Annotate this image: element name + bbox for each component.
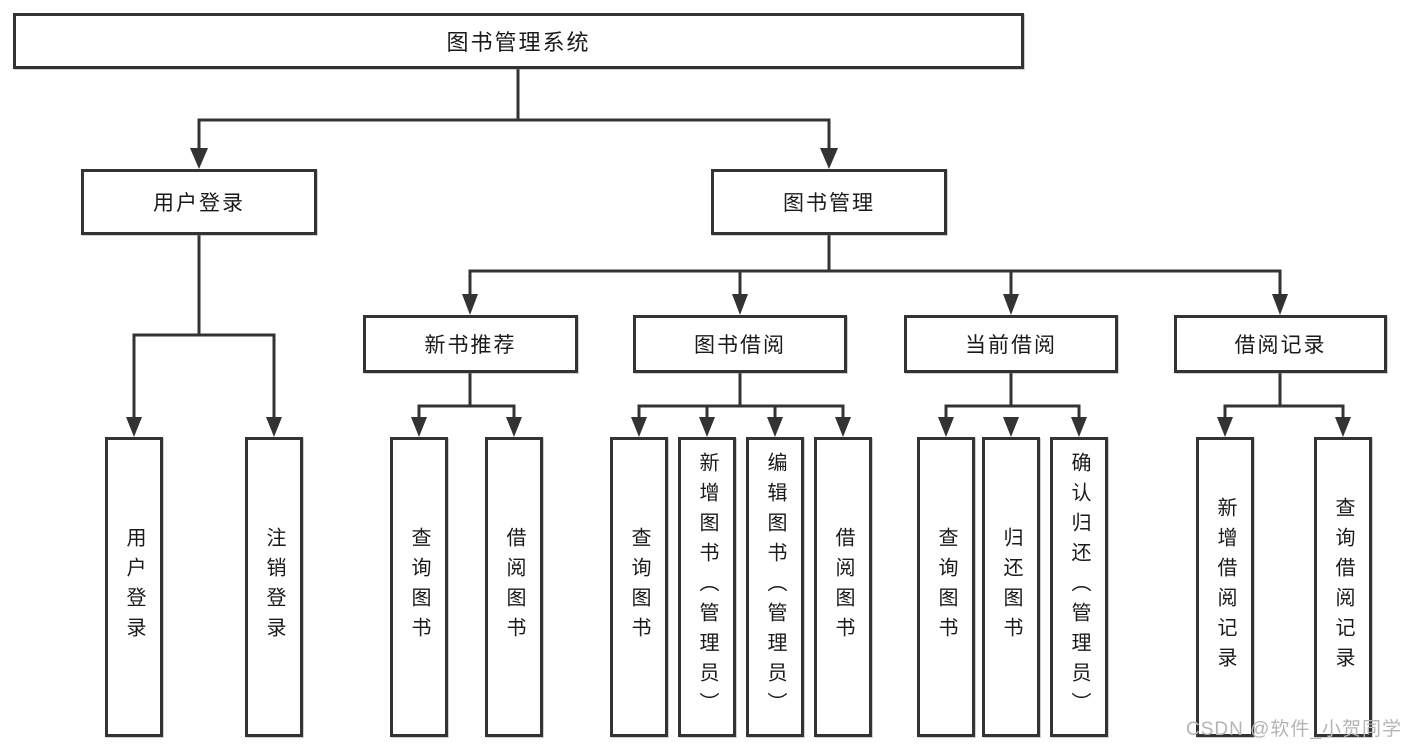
- leaf-query-book-recommend: 查询图书: [390, 437, 448, 737]
- leaf-logout: 注销登录: [245, 437, 303, 737]
- leaf-confirm-return-admin-label: 确认归还（管理员）: [1068, 452, 1090, 722]
- leaf-borrow-book-label: 借阅图书: [832, 527, 854, 647]
- leaf-edit-book-admin: 编辑图书（管理员）: [746, 437, 804, 737]
- leaf-return-book: 归还图书: [982, 437, 1040, 737]
- leaf-add-borrow-record: 新增借阅记录: [1196, 437, 1254, 737]
- leaf-query-book-borrow-label: 查询图书: [628, 527, 650, 647]
- node-book-management-label: 图书管理: [783, 192, 875, 215]
- leaf-query-book-current-label: 查询图书: [935, 527, 957, 647]
- leaf-return-book-label: 归还图书: [1000, 527, 1022, 647]
- leaf-logout-label: 注销登录: [263, 527, 285, 647]
- leaf-borrow-book-recommend-label: 借阅图书: [503, 527, 525, 647]
- leaf-user-login: 用户登录: [105, 437, 163, 737]
- leaf-query-book-current: 查询图书: [917, 437, 975, 737]
- leaf-add-borrow-record-label: 新增借阅记录: [1214, 497, 1236, 677]
- node-borrow-record-label: 借阅记录: [1234, 334, 1327, 357]
- node-root: 图书管理系统: [13, 13, 1024, 69]
- leaf-edit-book-admin-label: 编辑图书（管理员）: [764, 452, 786, 722]
- node-book-borrow: 图书借阅: [633, 315, 847, 373]
- node-new-book-recommend: 新书推荐: [363, 315, 578, 373]
- leaf-confirm-return-admin: 确认归还（管理员）: [1050, 437, 1108, 737]
- node-new-book-recommend-label: 新书推荐: [424, 334, 517, 357]
- leaf-query-book-borrow: 查询图书: [610, 437, 668, 737]
- leaf-user-login-label: 用户登录: [123, 527, 145, 647]
- leaf-borrow-book: 借阅图书: [814, 437, 872, 737]
- node-user-login-label: 用户登录: [153, 192, 245, 215]
- leaf-query-borrow-record: 查询借阅记录: [1314, 437, 1372, 737]
- leaf-borrow-book-recommend: 借阅图书: [485, 437, 543, 737]
- leaf-add-book-admin: 新增图书（管理员）: [678, 437, 736, 737]
- node-root-label: 图书管理系统: [446, 30, 591, 55]
- node-book-borrow-label: 图书借阅: [694, 334, 786, 357]
- arrowheads: [126, 148, 1351, 437]
- node-book-management: 图书管理: [711, 169, 947, 235]
- leaf-query-book-recommend-label: 查询图书: [408, 527, 430, 647]
- node-user-login: 用户登录: [81, 169, 317, 235]
- leaf-add-book-admin-label: 新增图书（管理员）: [696, 452, 718, 722]
- node-borrow-record: 借阅记录: [1174, 315, 1387, 373]
- leaf-query-borrow-record-label: 查询借阅记录: [1332, 497, 1354, 677]
- node-current-borrow-label: 当前借阅: [965, 334, 1057, 357]
- node-current-borrow: 当前借阅: [904, 315, 1118, 373]
- csdn-watermark: CSDN @软件_小贺同学: [1186, 719, 1402, 740]
